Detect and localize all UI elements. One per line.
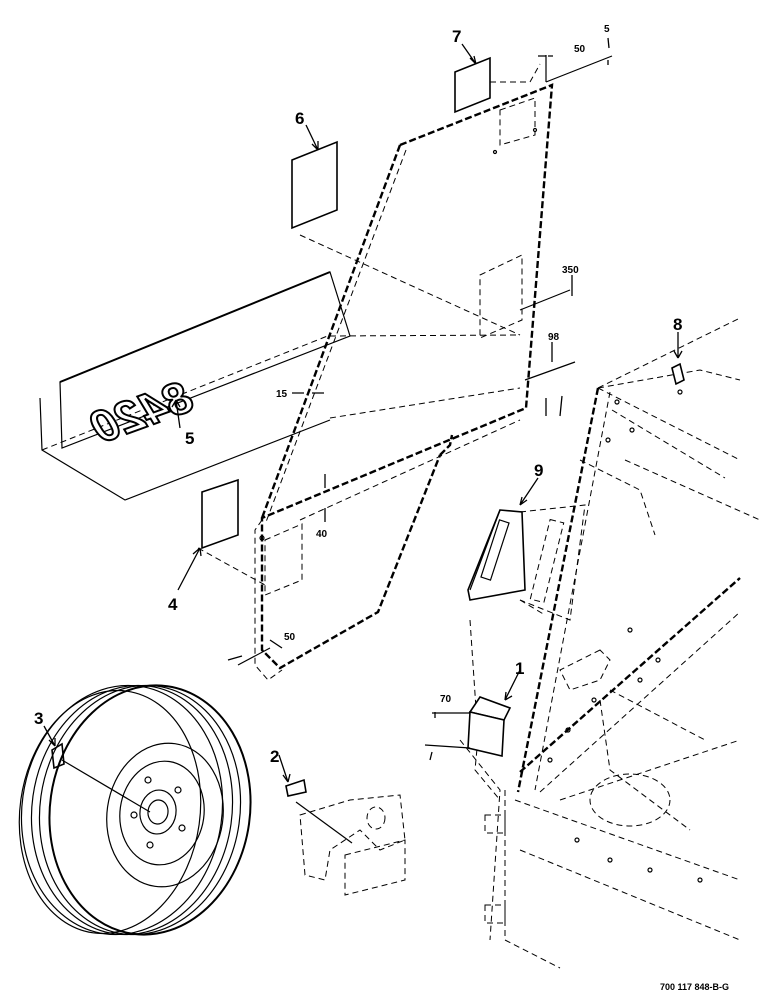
callout-leaders	[43, 43, 683, 783]
decal-6	[291, 140, 338, 230]
decal-8	[671, 362, 685, 386]
callout-1: 1	[515, 659, 524, 678]
callout-labels: 7 6 5 4 8 9 1 2 3	[34, 27, 682, 766]
callout-6: 6	[295, 109, 304, 128]
dim-50-bottom: 50	[284, 632, 296, 643]
dim-5: 5	[604, 24, 610, 35]
model-decal-text: 8420	[84, 370, 198, 454]
drawing-number: 700 117 848-B-G	[660, 982, 729, 992]
decal-1-face	[467, 711, 505, 757]
callout-4: 4	[168, 595, 178, 614]
dim-50-top: 50	[574, 44, 586, 55]
callout-7: 7	[452, 27, 461, 46]
decal-4	[201, 478, 239, 550]
callout-8: 8	[673, 315, 682, 334]
door-outline	[254, 83, 554, 681]
guide-lines	[197, 63, 546, 616]
hinge-bracket	[295, 794, 406, 896]
dimension-lines	[227, 37, 613, 761]
decal-7	[454, 56, 491, 114]
decal-2	[285, 778, 307, 797]
body-panel-decal-5: 8420	[39, 271, 351, 501]
dimension-labels: 5 50 350 98 15 40 50 70	[276, 24, 610, 705]
dim-40: 40	[316, 529, 328, 540]
callout-3: 3	[34, 709, 43, 728]
machine-frame	[459, 317, 761, 969]
callout-2: 2	[270, 747, 279, 766]
decals	[51, 56, 685, 797]
callout-9: 9	[534, 461, 543, 480]
dim-70: 70	[440, 694, 452, 705]
decal-9	[467, 509, 526, 601]
callout-5: 5	[185, 429, 194, 448]
tire	[18, 684, 252, 936]
dim-98: 98	[548, 332, 560, 343]
dim-15: 15	[276, 389, 288, 400]
dim-350: 350	[562, 265, 579, 276]
